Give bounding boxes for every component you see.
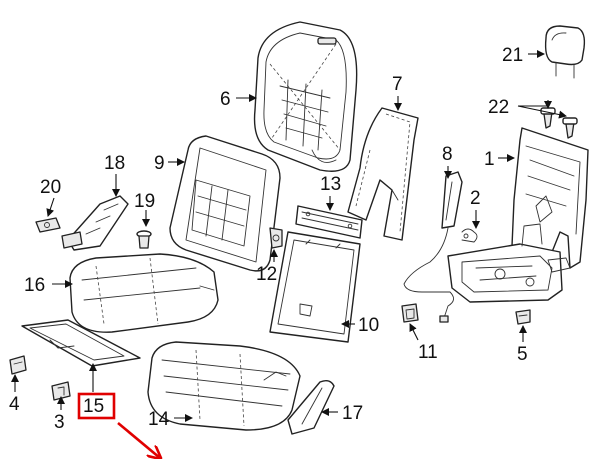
- callout-18: 18: [104, 153, 125, 174]
- callout-22: 22: [488, 97, 509, 118]
- part-11-bracket: [401, 303, 419, 323]
- callout-11: 11: [418, 342, 438, 363]
- part-10-back-panel: [269, 231, 361, 343]
- part-2-clip: [461, 228, 478, 243]
- part-15-seat-pad: [21, 319, 141, 367]
- callout-12: 12: [256, 264, 277, 285]
- part-13-trim-bar: [295, 205, 363, 239]
- callout-15: 15: [83, 396, 104, 417]
- callout-19: 19: [134, 191, 155, 212]
- callout-17: 17: [342, 403, 363, 424]
- callout-14: 14: [148, 409, 170, 430]
- part-17-side-trim: [287, 379, 335, 435]
- callout-1: 1: [484, 149, 495, 170]
- part-20-release-handle: [35, 217, 61, 233]
- part-9-seatback-cushion: [169, 135, 281, 272]
- part-21-headrest: [544, 25, 586, 79]
- part-4-clip: [9, 355, 27, 375]
- part-18-hinge-cover: [61, 195, 129, 251]
- callout-2: 2: [470, 188, 481, 209]
- part-22-headrest-guides: [540, 107, 578, 139]
- callout-6: 6: [220, 89, 231, 110]
- part-6-seatback-panel: [253, 21, 358, 172]
- callout-15-highlight-box: [77, 392, 116, 420]
- callout-21: 21: [502, 45, 523, 66]
- callout-13: 13: [320, 174, 341, 195]
- part-16-seat-cushion: [69, 253, 219, 333]
- part-5-small-cover: [515, 309, 531, 325]
- callout-20: 20: [40, 177, 61, 198]
- part-7-side-trim: [347, 107, 419, 241]
- callout-16: 16: [24, 275, 45, 296]
- leader-lines: [11, 50, 567, 422]
- part-14-seat-foam: [147, 341, 301, 431]
- part-1-seat-frame: [447, 127, 589, 303]
- callout-5: 5: [517, 344, 528, 365]
- red-pointer-arrow: [117, 422, 160, 458]
- callout-4: 4: [9, 394, 20, 415]
- callout-3: 3: [54, 412, 65, 433]
- part-8-wiring-harness: [403, 171, 463, 323]
- part-12-latch-cover: [269, 227, 283, 249]
- callout-10: 10: [358, 315, 379, 336]
- callout-8: 8: [442, 144, 453, 165]
- part-3-clip: [51, 381, 71, 401]
- callout-7: 7: [392, 74, 403, 95]
- callout-9: 9: [154, 153, 165, 174]
- part-19-bolt: [136, 230, 152, 249]
